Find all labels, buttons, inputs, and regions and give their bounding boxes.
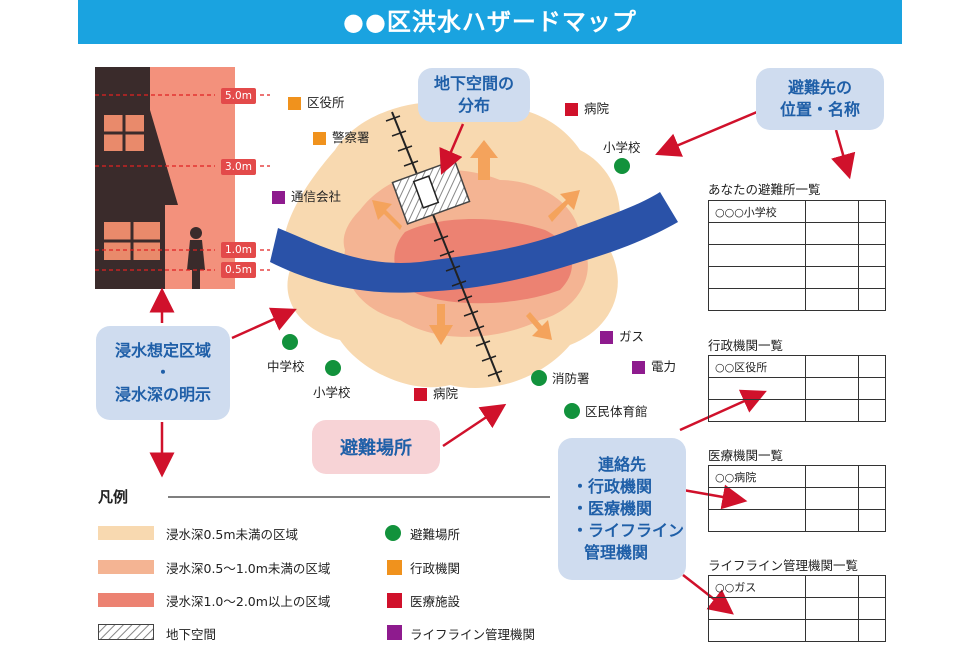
shelter-dot-icon bbox=[564, 402, 580, 419]
map-telecom-label: 通信会社 bbox=[291, 189, 342, 204]
legend-swatch-high bbox=[98, 593, 154, 607]
lifeline-table-title: ライフライン管理機関一覧 bbox=[708, 558, 859, 573]
legend-item-high: 浸水深1.0〜2.0m以上の区域 bbox=[166, 594, 331, 609]
callout-contacts-line4: ・ライフライン bbox=[572, 521, 685, 540]
page-title: ●●区洪水ハザードマップ bbox=[78, 0, 902, 44]
depth-tag-5m: 5.0m bbox=[221, 88, 256, 104]
map-fire-station-label: 消防署 bbox=[552, 371, 590, 386]
legend-item-lifeline: ライフライン管理機関 bbox=[410, 627, 536, 642]
callout-shelter-line2: 位置・名称 bbox=[779, 100, 860, 119]
callout-underground-line2: 分布 bbox=[457, 96, 490, 115]
medical-table: ○○病院 bbox=[708, 465, 886, 532]
admin-square-icon bbox=[313, 132, 326, 145]
shelter-dot-icon bbox=[282, 334, 298, 350]
legend-item-low: 浸水深0.5m未満の区域 bbox=[166, 527, 299, 542]
admin-table: ○○区役所 bbox=[708, 355, 886, 422]
legend-medical-square-icon bbox=[387, 593, 402, 608]
medical-square-icon bbox=[414, 388, 427, 401]
map-police: 警察署 bbox=[313, 127, 370, 146]
legend-heading: 凡例 bbox=[98, 488, 129, 506]
map-gas-label: ガス bbox=[619, 329, 645, 344]
legend-swatch-underground bbox=[98, 624, 154, 640]
map-junior-high-label: 中学校 bbox=[267, 359, 305, 374]
map-elementary-top-label: 小学校 bbox=[603, 140, 641, 155]
map-fire-station: 消防署 bbox=[531, 368, 590, 387]
railway bbox=[385, 111, 503, 383]
callout-contacts-line2: ・行政機関 bbox=[572, 477, 653, 496]
flow-arrows bbox=[372, 140, 580, 345]
medical-table-first-cell: ○○病院 bbox=[708, 465, 806, 488]
callout-contacts-line5: 管理機関 bbox=[584, 543, 649, 562]
medical-table-title: 医療機関一覧 bbox=[708, 448, 784, 463]
legend-item-mid: 浸水深0.5〜1.0m未満の区域 bbox=[166, 561, 331, 576]
legend-shelter-dot-icon bbox=[385, 525, 401, 541]
depth-tag-05m: 0.5m bbox=[221, 262, 256, 278]
legend-item-admin: 行政機関 bbox=[410, 561, 461, 576]
lifeline-square-icon bbox=[632, 361, 645, 374]
map-telecom: 通信会社 bbox=[272, 186, 341, 205]
depth-tag-1m: 1.0m bbox=[221, 242, 256, 258]
legend-item-medical: 医療施設 bbox=[410, 594, 461, 609]
admin-square-icon bbox=[288, 97, 301, 110]
callout-shelter-info: 避難先の 位置・名称 bbox=[756, 68, 884, 130]
shelter-table-title: あなたの避難所一覧 bbox=[708, 182, 821, 197]
map-police-label: 警察署 bbox=[332, 130, 370, 145]
shelter-table-first-cell: ○○○小学校 bbox=[708, 200, 806, 223]
callout-flood-line3: 浸水深の明示 bbox=[114, 385, 211, 404]
lifeline-square-icon bbox=[600, 331, 613, 344]
callout-evac-site: 避難場所 bbox=[312, 420, 440, 474]
map-hospital-top-label: 病院 bbox=[584, 101, 610, 116]
map-elementary-bottom-label: 小学校 bbox=[313, 385, 351, 400]
legend-item-underground: 地下空間 bbox=[166, 627, 217, 642]
admin-table-title: 行政機関一覧 bbox=[708, 338, 784, 353]
map-hospital-bottom: 病院 bbox=[414, 383, 458, 402]
house-depth-panel bbox=[95, 67, 270, 289]
callout-flood-line1: 浸水想定区域 bbox=[114, 341, 211, 360]
shelter-dot-icon bbox=[614, 158, 630, 174]
callout-shelter-line1: 避難先の bbox=[787, 78, 852, 97]
shelter-table: ○○○小学校 bbox=[708, 200, 886, 311]
callout-underground: 地下空間の 分布 bbox=[418, 68, 530, 122]
callout-underground-line1: 地下空間の bbox=[433, 74, 514, 93]
callout-flood-line2: ・ bbox=[154, 363, 171, 382]
map-power: 電力 bbox=[632, 356, 676, 375]
medical-square-icon bbox=[565, 103, 578, 116]
lifeline-square-icon bbox=[272, 191, 285, 204]
callout-contacts-line1: 連絡先 bbox=[597, 455, 646, 474]
river bbox=[270, 192, 678, 293]
map-ward-office: 区役所 bbox=[288, 92, 345, 111]
map-hospital-bottom-label: 病院 bbox=[433, 386, 459, 401]
lifeline-table-first-cell: ○○ガス bbox=[708, 575, 806, 598]
legend-swatch-low bbox=[98, 526, 154, 540]
depth-tag-3m: 3.0m bbox=[221, 159, 256, 175]
legend-admin-square-icon bbox=[387, 560, 402, 575]
shelter-dot-icon bbox=[325, 360, 341, 376]
legend-lifeline-square-icon bbox=[387, 625, 402, 640]
admin-table-first-cell: ○○区役所 bbox=[708, 355, 806, 378]
lifeline-table: ○○ガス bbox=[708, 575, 886, 642]
underground-space bbox=[391, 159, 471, 225]
shelter-dot-icon bbox=[531, 369, 547, 386]
callout-contacts: 連絡先 ・行政機関 ・医療機関 ・ライフライン 管理機関 bbox=[558, 438, 686, 580]
legend-item-shelter: 避難場所 bbox=[410, 527, 461, 542]
map-gym: 区民体育館 bbox=[564, 401, 648, 420]
map-gym-label: 区民体育館 bbox=[585, 404, 648, 419]
map-power-label: 電力 bbox=[651, 359, 677, 374]
map-gas: ガス bbox=[600, 326, 644, 345]
legend-swatch-mid bbox=[98, 560, 154, 574]
callout-flood-area: 浸水想定区域 ・ 浸水深の明示 bbox=[96, 326, 230, 420]
red-arrows bbox=[149, 110, 856, 615]
map-hospital-top: 病院 bbox=[565, 98, 609, 117]
callout-contacts-line3: ・医療機関 bbox=[572, 499, 653, 518]
map-ward-office-label: 区役所 bbox=[307, 95, 345, 110]
